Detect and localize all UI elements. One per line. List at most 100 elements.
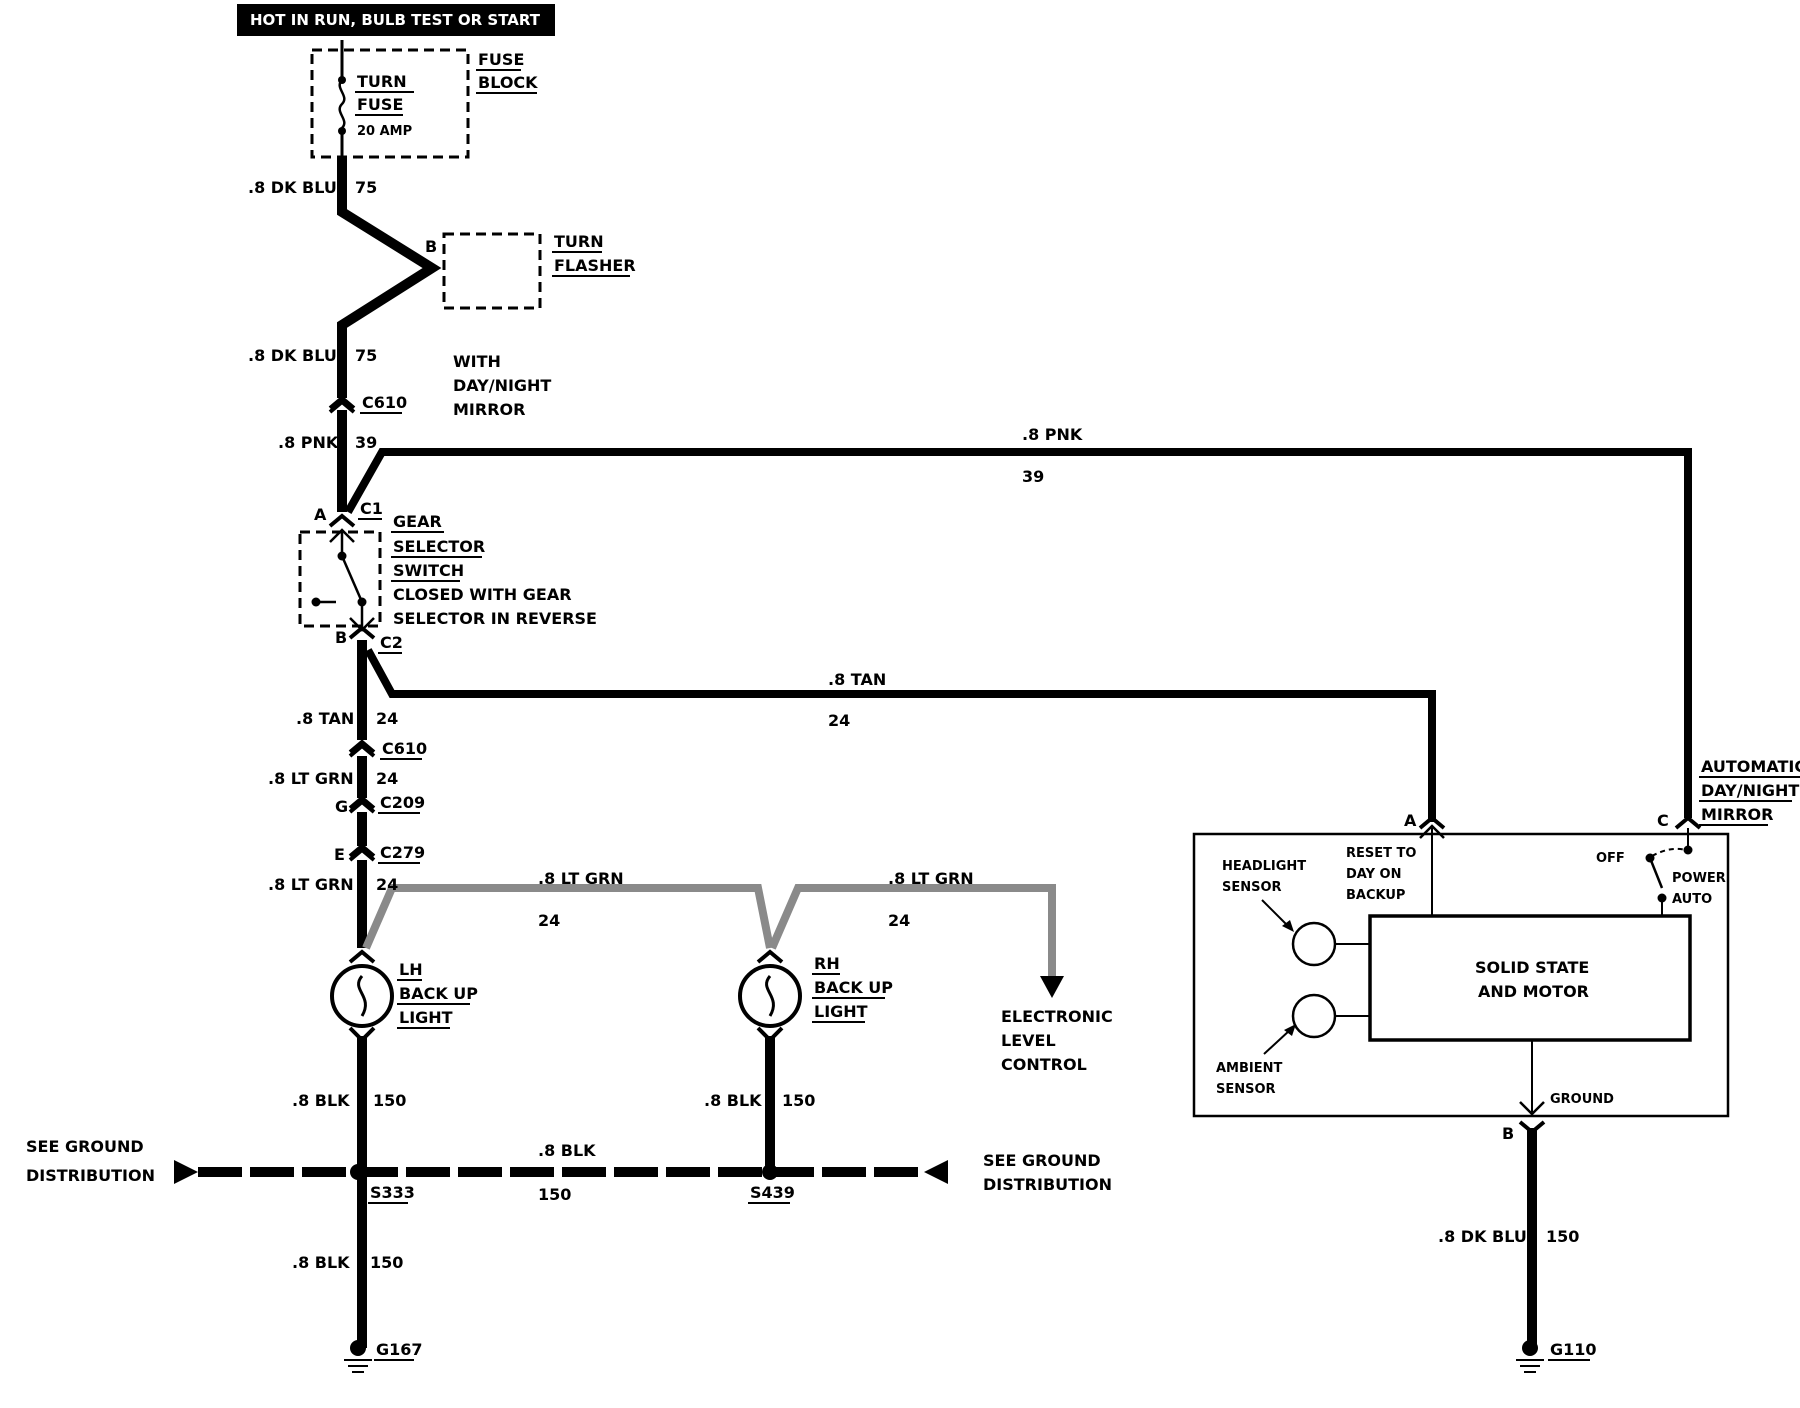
ground-dist-left-1: SEE GROUND [26,1137,144,1156]
elc-line2: LEVEL [1001,1031,1056,1050]
lh-light-label3: LIGHT [399,1008,453,1027]
wire-circuit-150-bus: 150 [538,1185,571,1204]
c209-label: C209 [380,793,425,812]
rh-light-label2: BACK UP [814,978,893,997]
gear-pin-b: B [335,628,347,647]
wire-label-pnk-vert: .8 PNK [278,433,339,452]
mirror-pin-b: B [1502,1124,1514,1143]
mirror-note-line3: MIRROR [453,400,525,419]
gear-switch-note2: SELECTOR IN REVERSE [393,609,597,628]
wire-circuit-24-ltgrn-2: 24 [376,875,398,894]
gear-switch-label3: SWITCH [393,561,464,580]
ambient-sensor-circle [1291,993,1337,1039]
wire-circuit-24-ltgrn-1: 24 [376,769,398,788]
gear-pin-a: A [314,505,327,524]
connector-c610-top: C610 [328,393,407,414]
gear-c1: C1 [360,499,383,518]
wire-circuit-39-top: 39 [1022,467,1044,486]
ambient-sensor-line1: AMBIENT [1216,1061,1283,1076]
c209-pin-g: G [335,797,348,816]
mirror-reset-line1: RESET TO [1346,846,1416,861]
mirror-title-line1: AUTOMATIC [1701,757,1800,776]
headlight-sensor-circle [1291,921,1337,967]
wire-label-dk-blu-1: .8 DK BLU [248,178,337,197]
c610-lower-label: C610 [382,739,427,758]
lh-light-label2: BACK UP [399,984,478,1003]
lh-backup-light: LH BACK UP LIGHT [330,949,478,1043]
connector-c610-lower: C610 [348,739,427,760]
mirror-title-line3: MIRROR [1701,805,1773,824]
hot-in-run-label: HOT IN RUN, BULB TEST OR START [250,11,541,29]
wire-label-ltgrn-h2: .8 LT GRN [888,869,974,888]
wire-label-ltgrn-2: .8 LT GRN [268,875,354,894]
c279-pin-e: E [334,845,345,864]
gear-switch-label1: GEAR [393,512,442,531]
wire-circuit-150-g167: 150 [370,1253,403,1272]
ground-dist-right-2: DISTRIBUTION [983,1175,1112,1194]
mirror-reset-line3: BACKUP [1346,888,1405,903]
elc-line1: ELECTRONIC [1001,1007,1113,1026]
fuse-block-label1: FUSE [478,50,524,69]
turn-flasher-label2: FLASHER [554,256,636,275]
solid-state-line1: SOLID STATE [1475,958,1589,977]
tan-wire: .8 TAN 24 .8 TAN 24 [296,625,1436,822]
fuse-rating: 20 AMP [357,124,412,139]
wire-label-tan-horiz: .8 TAN [828,670,886,689]
wire-circuit-24-tan-horiz: 24 [828,711,850,730]
blk-ground-wires: .8 BLK 150 .8 BLK 150 .8 BLK 150 .8 BLK … [174,1036,948,1348]
wire-circuit-75-2: 75 [355,346,377,365]
connector-c209: G C209 [335,793,425,816]
wire-label-blk-g167: .8 BLK [292,1253,350,1272]
mirror-ground-label: GROUND [1550,1092,1614,1107]
ground-g167-label: G167 [376,1340,423,1359]
ground-wire-g110: .8 DK BLU 150 G110 [1438,1128,1597,1373]
c279-label: C279 [380,843,425,862]
electronic-level-control: ELECTRONIC LEVEL CONTROL [1001,976,1113,1074]
wire-circuit-24-ltgrn-h1: 24 [538,911,560,930]
ground-g110-label: G110 [1550,1340,1597,1359]
fuse-name-line1: TURN [357,72,407,91]
pnk-wire: .8 PNK 39 .8 PNK 39 [278,410,1692,818]
elc-line3: CONTROL [1001,1055,1087,1074]
fuse-block-label2: BLOCK [478,73,538,92]
mirror-note-line2: DAY/NIGHT [453,376,551,395]
turn-flasher-label1: TURN [554,232,604,251]
gear-selector-switch: A C1 B C2 GEAR SELECTOR SWITCH CLOSED WI… [298,499,597,654]
ground-dist-left-2: DISTRIBUTION [26,1166,155,1185]
wire-label-ltgrn-h1: .8 LT GRN [538,869,624,888]
ground-distribution-left: SEE GROUND DISTRIBUTION [26,1137,155,1185]
ground-g167: G167 [344,1340,423,1373]
rh-light-label1: RH [814,954,840,973]
feed-wire: .8 DK BLU 75 .8 DK BLU 75 [248,158,442,398]
mirror-note-line1: WITH [453,352,501,371]
gear-c2: C2 [380,633,403,652]
ground-dist-right-1: SEE GROUND [983,1151,1101,1170]
day-night-mirror-note: WITH DAY/NIGHT MIRROR [453,352,551,419]
fuse-block: TURN FUSE 20 AMP FUSE BLOCK [310,40,538,159]
hot-in-run-header: HOT IN RUN, BULB TEST OR START [237,4,555,36]
flasher-terminal-b: B [425,237,437,256]
splice-s439-label: S439 [750,1183,795,1202]
mirror-pin-a: A [1404,811,1417,830]
rh-backup-light: RH BACK UP LIGHT [738,949,893,1043]
wire-circuit-150-g110: 150 [1546,1227,1579,1246]
wire-label-blk-bus: .8 BLK [538,1141,596,1160]
headlight-sensor-line2: SENSOR [1222,880,1282,895]
wire-label-dk-blu-2: .8 DK BLU [248,346,337,365]
connector-c279: E C279 [334,843,425,864]
headlight-sensor-line1: HEADLIGHT [1222,859,1306,874]
wire-label-blk-rh: .8 BLK [704,1091,762,1110]
wire-circuit-24-tan-vert: 24 [376,709,398,728]
mirror-title-line2: DAY/NIGHT [1701,781,1799,800]
wire-circuit-150-rh: 150 [782,1091,815,1110]
gear-switch-note1: CLOSED WITH GEAR [393,585,572,604]
mirror-switch-power: POWER [1672,871,1726,886]
rh-light-label3: LIGHT [814,1002,868,1021]
lh-light-label1: LH [399,960,423,979]
fuse-name-line2: FUSE [357,95,403,114]
wire-label-pnk-top: .8 PNK [1022,425,1083,444]
ambient-sensor-line2: SENSOR [1216,1082,1276,1097]
mirror-reset-line2: DAY ON [1346,867,1401,882]
mirror-switch-auto: AUTO [1672,892,1712,907]
